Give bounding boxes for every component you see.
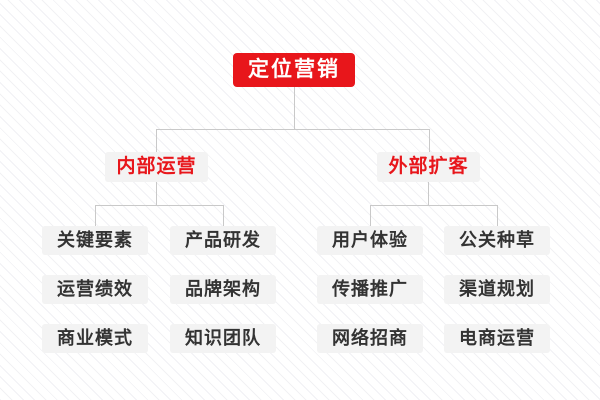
- connector-branch1-crossbar: [95, 205, 224, 206]
- leaf-node: 渠道规划: [444, 275, 550, 304]
- connector-root-stem: [294, 87, 295, 129]
- leaf-group-internal: 关键要素 产品研发 运营绩效 品牌架构 商业模式 知识团队: [42, 226, 276, 353]
- connector-branch1-drop-col2: [223, 205, 224, 226]
- connector-branch2-stem: [428, 182, 429, 205]
- root-node: 定位营销: [233, 53, 355, 87]
- connector-root-crossbar: [156, 129, 430, 130]
- leaf-node: 产品研发: [170, 226, 276, 255]
- leaf-node: 传播推广: [317, 275, 423, 304]
- leaf-node: 网络招商: [317, 324, 423, 353]
- leaf-node: 运营绩效: [42, 275, 148, 304]
- leaf-group-external: 用户体验 公关种草 传播推广 渠道规划 网络招商 电商运营: [317, 226, 550, 353]
- leaf-node: 知识团队: [170, 324, 276, 353]
- leaf-node: 品牌架构: [170, 275, 276, 304]
- leaf-node: 电商运营: [444, 324, 550, 353]
- leaf-node: 商业模式: [42, 324, 148, 353]
- leaf-node: 用户体验: [317, 226, 423, 255]
- connector-drop-branch-left: [156, 129, 157, 152]
- connector-branch1-drop-col1: [95, 205, 96, 226]
- connector-branch2-crossbar: [370, 205, 498, 206]
- branch-node-external-expansion: 外部扩客: [377, 152, 480, 182]
- branch-node-internal-operations: 内部运营: [105, 152, 208, 182]
- connector-branch2-drop-col1: [370, 205, 371, 226]
- leaf-node: 关键要素: [42, 226, 148, 255]
- connector-branch2-drop-col2: [497, 205, 498, 226]
- connector-branch1-stem: [156, 182, 157, 205]
- leaf-node: 公关种草: [444, 226, 550, 255]
- connector-drop-branch-right: [429, 129, 430, 152]
